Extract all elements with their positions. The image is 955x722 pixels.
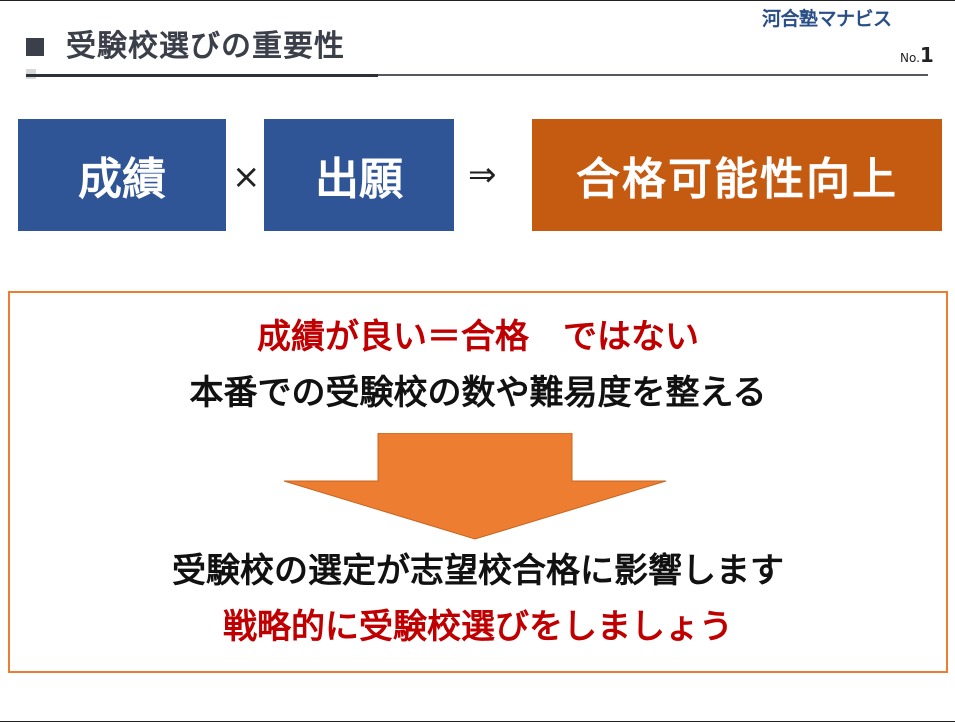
page-title: 受験校選びの重要性 [66, 29, 345, 64]
multiply-operator: × [232, 157, 261, 197]
header-divider-accent [26, 74, 378, 77]
page-number-value: 1 [919, 43, 934, 67]
formula-result: 合格可能性向上 [532, 119, 942, 231]
page-number: No.1 [900, 43, 934, 70]
page-number-prefix: No. [900, 51, 920, 65]
message-line-4: 戦略的に受験校選びをしましょう [223, 607, 733, 647]
message-line-1: 成績が良い＝合格 ではない [257, 317, 699, 357]
message-line-3: 受験校の選定が志望校合格に影響します [172, 551, 784, 591]
message-line-2: 本番での受験校の数や難易度を整える [189, 373, 767, 413]
header-divider [36, 74, 928, 76]
formula-term-application: 出願 [264, 119, 454, 231]
brand-logo: 河合塾マナビス [762, 8, 892, 30]
message-panel: 成績が良い＝合格 ではない 本番での受験校の数や難易度を整える 受験校の選定が志… [8, 291, 948, 673]
down-arrow-icon [283, 433, 667, 540]
square-icon [26, 38, 44, 56]
implies-operator: ⇒ [468, 155, 497, 195]
formula-term-grades: 成績 [18, 119, 226, 231]
